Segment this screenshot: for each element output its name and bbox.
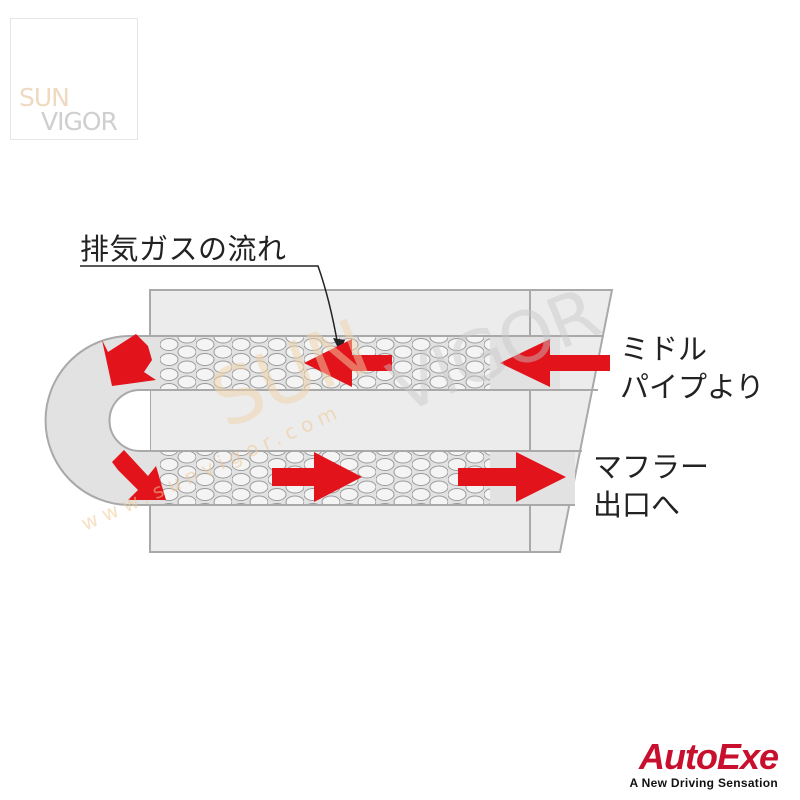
inlet-label-line2: パイプより — [620, 370, 765, 404]
exhaust-flow-label: 排気ガスの流れ — [80, 232, 287, 266]
brand-logo: AutoExe A New Driving Sensation — [629, 736, 779, 791]
flow-arrow-bend-top — [102, 334, 156, 386]
flow-arrow-outlet — [458, 452, 566, 502]
watermark-logo-vigor: VIGOR — [41, 107, 118, 136]
watermark-logo-sun: SUN — [19, 83, 70, 112]
flow-arrow-inlet — [500, 339, 610, 387]
leader-arrowhead — [333, 338, 345, 352]
brand-name: AutoExe — [638, 736, 779, 777]
flow-arrow-bend-bottom — [112, 450, 166, 500]
outlet-label-line1: マフラー — [593, 450, 710, 484]
outlet-label: マフラー 出口へ — [593, 448, 709, 524]
flow-arrow-lower-middle — [272, 452, 362, 502]
u-bend-inner — [108, 389, 150, 452]
inlet-label: ミドル パイプより — [620, 330, 764, 406]
leader-line — [80, 265, 339, 347]
flow-arrow-upper-left — [304, 339, 392, 387]
inlet-label-line1: ミドル — [620, 332, 708, 366]
outlet-label-line2: 出口へ — [593, 488, 681, 522]
brand-tagline: A New Driving Sensation — [629, 776, 778, 790]
watermark-logo: SUN VIGOR — [10, 18, 138, 140]
